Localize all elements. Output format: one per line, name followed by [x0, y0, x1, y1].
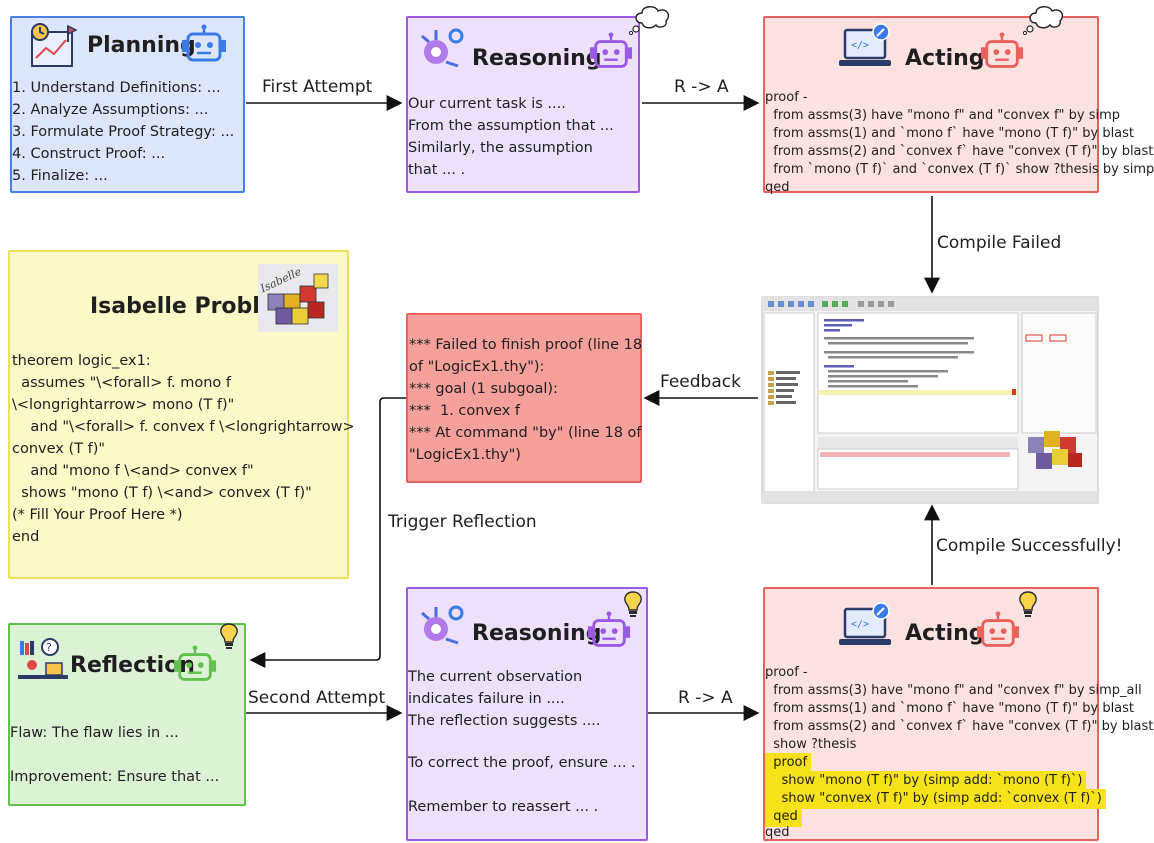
thought-cloud-icon: [628, 6, 670, 36]
robot-icon: [182, 24, 226, 62]
error-line: "LogicEx1.thy"): [409, 447, 521, 463]
acting-box-2: </> Acting proof - from assms(3) have "m…: [763, 587, 1153, 841]
planning-box: Planning 1. Understand Definitions: ... …: [10, 16, 245, 193]
acting-box-1: </> Acting proof - from assms(3) have "m…: [763, 16, 1154, 195]
robot-icon: [976, 611, 1020, 647]
acting-line: from assms(2) and `convex f` have "conve…: [765, 719, 1154, 734]
acting-line: from assms(1) and `mono f` have "mono (T…: [765, 701, 1135, 716]
isabelle-logo: Isabelle: [257, 264, 338, 332]
problem-line: end: [12, 529, 40, 545]
acting-highlight-line: show "mono (T f)" by (simp add: `mono (T…: [765, 771, 1087, 791]
acting-line: show ?thesis: [765, 737, 857, 752]
acting-highlight-line: qed: [765, 807, 802, 827]
reasoning-line: To correct the proof, ensure ... .: [408, 755, 636, 771]
label-compile-success: Compile Successfully!: [936, 536, 1123, 556]
label-compile-failed: Compile Failed: [937, 233, 1062, 253]
reflection-improvement: Improvement: Ensure that ...: [10, 769, 220, 785]
reasoning-line: The reflection suggests ....: [408, 713, 601, 729]
planning-icon: [31, 23, 78, 67]
problem-line: (* Fill Your Proof Here *): [12, 507, 183, 523]
error-line: *** At command "by" (line 18 of: [409, 425, 642, 441]
reasoning-line: that ... .: [408, 162, 466, 178]
reasoning-line: Similarly, the assumption: [408, 140, 593, 156]
acting-title-1: Acting: [905, 46, 985, 71]
problem-line: convex (T f)": [12, 441, 106, 457]
reflection-icon: ?: [18, 638, 68, 679]
planning-title: Planning: [87, 33, 196, 58]
label-trigger-reflection: Trigger Reflection: [388, 512, 537, 532]
lightbulb-icon: [1019, 591, 1037, 617]
error-feedback-box: *** Failed to finish proof (line 18 of "…: [406, 313, 642, 483]
reasoning-icon: [421, 605, 464, 645]
acting-laptop-icon: </>: [839, 23, 891, 66]
problem-line: \<longrightarrow> mono (T f)": [12, 397, 235, 413]
acting-line: from assms(2) and `convex f` have "conve…: [765, 144, 1154, 159]
reasoning-line: Our current task is ....: [408, 96, 566, 112]
error-line: of "LogicEx1.thy"):: [409, 359, 545, 375]
reflection-flaw: Flaw: The flaw lies in ...: [10, 725, 179, 741]
lightbulb-icon: [220, 623, 238, 649]
svg-text:</>: </>: [851, 40, 869, 51]
reasoning-line: Remember to reassert ... .: [408, 799, 599, 815]
error-line: *** 1. convex f: [409, 403, 520, 419]
reasoning-line: The current observation: [408, 669, 583, 685]
acting-line: proof -: [765, 90, 808, 105]
acting-line: qed: [765, 180, 790, 195]
acting-laptop-icon: </>: [839, 602, 891, 645]
label-r-to-a-1: R -> A: [674, 77, 729, 97]
planning-line: 2. Analyze Assumptions: ...: [12, 102, 209, 118]
acting-line: from assms(1) and `mono f` have "mono (T…: [765, 126, 1135, 141]
label-first-attempt: First Attempt: [262, 77, 373, 97]
reasoning-title-2: Reasoning: [472, 621, 602, 646]
problem-line: shows "mono (T f) \<and> convex (T f)": [12, 485, 312, 501]
reasoning-box-2: Reasoning The current observation indica…: [406, 587, 648, 841]
reasoning-icon: [421, 28, 464, 68]
isabelle-problem-box: Isabelle Problem Isabelle theorem logic_…: [8, 250, 355, 579]
planning-line: 3. Formulate Proof Strategy: ...: [12, 124, 235, 140]
label-feedback: Feedback: [660, 372, 741, 392]
lightbulb-icon: [624, 591, 642, 617]
error-line: *** goal (1 subgoal):: [409, 381, 558, 397]
robot-icon: [173, 645, 217, 681]
robot-icon: [980, 32, 1024, 68]
problem-line: and "mono f \<and> convex f": [12, 463, 254, 479]
reasoning-title-1: Reasoning: [472, 46, 602, 71]
planning-line: 4. Construct Proof: ...: [12, 146, 166, 162]
thought-cloud-icon: [1022, 6, 1064, 36]
ide-screenshot: [761, 296, 1099, 504]
svg-text:</>: </>: [851, 619, 869, 630]
acting-title-2: Acting: [905, 621, 985, 646]
robot-icon: [589, 32, 633, 68]
acting-highlight-line: proof: [765, 753, 812, 773]
problem-line: and "\<forall> f. convex f \<longrightar…: [12, 419, 355, 435]
acting-line: qed: [765, 825, 790, 840]
arrow-trigger-reflection: [249, 397, 406, 668]
label-second-attempt: Second Attempt: [248, 688, 386, 708]
reasoning-line: From the assumption that ...: [408, 118, 614, 134]
acting-line: from assms(3) have "mono f" and "convex …: [765, 108, 1121, 123]
problem-line: assumes "\<forall> f. mono f: [12, 375, 231, 391]
svg-text:?: ?: [46, 641, 52, 654]
reasoning-box-1: Reasoning Our current task is .... From …: [406, 16, 640, 193]
robot-icon: [587, 611, 631, 647]
reasoning-line: indicates failure in ....: [408, 691, 565, 707]
acting-line: proof -: [765, 665, 808, 680]
acting-line: from assms(3) have "mono f" and "convex …: [765, 683, 1142, 698]
problem-line: theorem logic_ex1:: [12, 353, 151, 369]
acting-line: from `mono (T f)` and `convex (T f)` sho…: [765, 162, 1154, 177]
planning-line: 1. Understand Definitions: ...: [12, 80, 221, 96]
planning-line: 5. Finalize: ...: [12, 168, 108, 184]
label-r-to-a-2: R -> A: [678, 688, 733, 708]
error-line: *** Failed to finish proof (line 18: [409, 337, 643, 353]
reflection-box: ? Reflection Flaw: The flaw lies in ... …: [8, 623, 246, 806]
acting-highlight-line: show "convex (T f)" by (simp add: `conve…: [765, 789, 1106, 809]
